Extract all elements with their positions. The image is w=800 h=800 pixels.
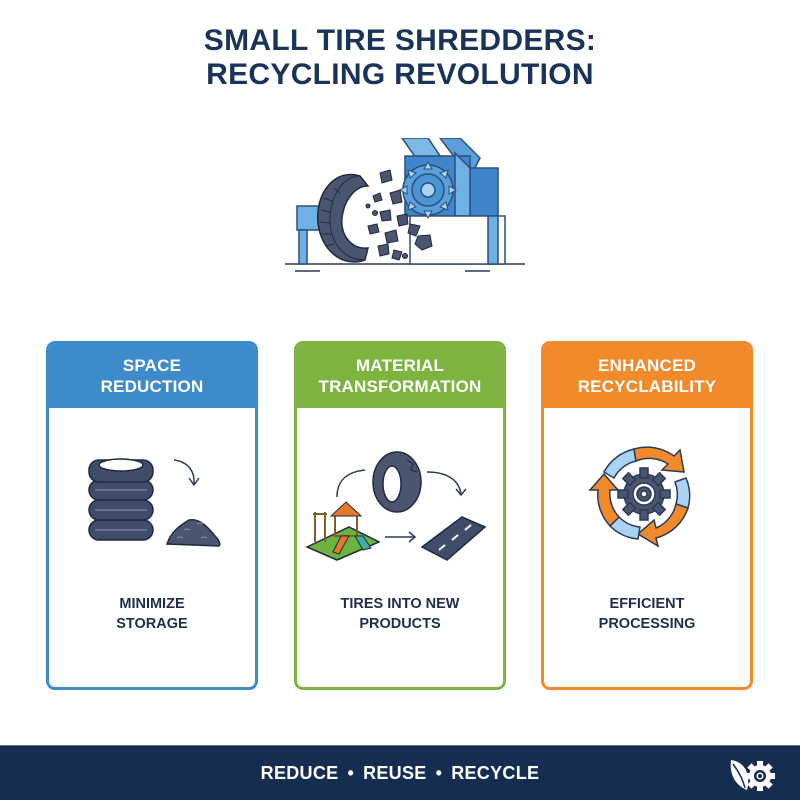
footer-slogan: REDUCE • REUSE • RECYCLE (0, 746, 800, 800)
slogan-reuse: REUSE (363, 763, 427, 783)
recycle-arrows-gear-icon (588, 446, 691, 548)
tire-to-playground-and-road-icon (305, 451, 487, 561)
caption-line-1: EFFICIENT (609, 596, 685, 612)
card-header: ENHANCED RECYCLABILITY (544, 344, 750, 408)
title-line-1: SMALL TIRE SHREDDERS: (203, 24, 597, 57)
card-space-reduction: SPACE REDUCTION MINIMIZE STORAGE (46, 341, 258, 690)
footer-banner: REDUCE • REUSE • RECYCLE (0, 745, 800, 800)
card-title-line-1: ENHANCED (598, 356, 696, 375)
card-enhanced-recyclability: ENHANCED RECYCLABILITY (541, 341, 753, 690)
page-title: SMALL TIRE SHREDDERS: RECYCLING REVOLUTI… (0, 24, 800, 92)
caption-line-2: PROCESSING (598, 616, 696, 632)
stacked-tires-to-rubber-pile-icon (88, 458, 221, 547)
card-caption: TIRES INTO NEW PRODUCTS (297, 594, 503, 634)
card-title-line-1: SPACE (122, 356, 182, 375)
card-title-line-2: REDUCTION (100, 377, 204, 396)
slogan-separator: • (347, 763, 355, 783)
card-title-line-2: TRANSFORMATION (318, 377, 482, 396)
card-caption: MINIMIZE STORAGE (49, 594, 255, 634)
slogan-separator: • (435, 763, 443, 783)
card-title-line-2: RECYCLABILITY (577, 377, 717, 396)
caption-line-1: MINIMIZE (119, 596, 185, 612)
leaf-gear-icon (730, 760, 775, 791)
card-title-line-1: MATERIAL (355, 356, 445, 375)
card-header: MATERIAL TRANSFORMATION (297, 344, 503, 408)
tire-shredder-machine-icon (285, 138, 525, 272)
card-material-transformation: MATERIAL TRANSFORMATION TIRES INTO NEW (294, 341, 506, 690)
caption-line-2: STORAGE (116, 616, 188, 632)
card-header: SPACE REDUCTION (49, 344, 255, 408)
caption-line-1: TIRES INTO NEW (340, 596, 460, 612)
slogan-reduce: REDUCE (260, 763, 339, 783)
caption-line-2: PRODUCTS (359, 616, 441, 632)
card-caption: EFFICIENT PROCESSING (544, 594, 750, 634)
title-line-2: RECYCLING REVOLUTION (206, 58, 594, 91)
slogan-recycle: RECYCLE (451, 763, 540, 783)
